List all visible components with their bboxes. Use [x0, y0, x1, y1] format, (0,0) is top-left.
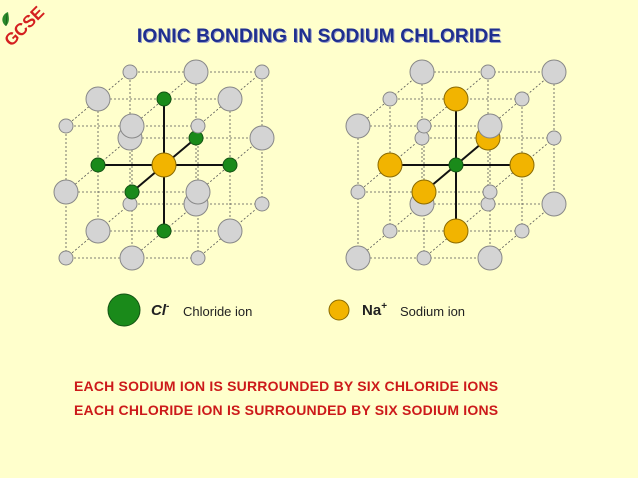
ion-neutral — [514, 223, 530, 239]
ion-neutral — [122, 64, 138, 80]
legend-sodium-symbol: Na+ — [362, 301, 388, 319]
ion-neutral — [217, 86, 243, 112]
ion-neutral — [249, 125, 275, 151]
ion-neutral — [546, 130, 562, 146]
ion-neutral — [382, 91, 398, 107]
ion-chloride — [222, 157, 238, 173]
legend-sodium-swatch — [328, 299, 350, 321]
ion-neutral — [350, 184, 366, 200]
ion-chloride — [124, 184, 140, 200]
ion-sodium — [411, 179, 437, 205]
ion-chloride — [156, 91, 172, 107]
ion-neutral — [480, 64, 496, 80]
ion-neutral — [541, 191, 567, 217]
caption-chloride: EACH CHLORIDE ION IS SURROUNDED BY SIX S… — [74, 402, 499, 418]
ion-neutral — [53, 179, 79, 205]
ion-neutral — [477, 245, 503, 271]
ion-neutral — [416, 250, 432, 266]
ion-neutral — [185, 179, 211, 205]
ion-chloride — [156, 223, 172, 239]
ion-neutral — [58, 118, 74, 134]
ion-sodium — [377, 152, 403, 178]
legend-chloride-symbol: Cl- — [151, 301, 170, 319]
ion-neutral — [514, 91, 530, 107]
ion-neutral — [85, 86, 111, 112]
ion-neutral — [409, 59, 435, 85]
ion-neutral — [382, 223, 398, 239]
ion-sodium — [151, 152, 177, 178]
ion-neutral — [345, 113, 371, 139]
ion-neutral — [254, 64, 270, 80]
ion-sodium — [443, 86, 469, 112]
ion-neutral — [119, 245, 145, 271]
ion-chloride — [90, 157, 106, 173]
ion-neutral — [190, 250, 206, 266]
ion-neutral — [217, 218, 243, 244]
page-title: IONIC BONDING IN SODIUM CHLORIDE — [136, 26, 502, 47]
ion-neutral — [85, 218, 111, 244]
ion-neutral — [58, 250, 74, 266]
lattice-sodium-centred — [53, 59, 275, 271]
ion-sodium — [509, 152, 535, 178]
legend-chloride-swatch — [107, 293, 141, 327]
caption-sodium: EACH SODIUM ION IS SURROUNDED BY SIX CHL… — [74, 378, 499, 394]
ion-neutral — [416, 118, 432, 134]
legend-sodium-label: Sodium ion — [400, 304, 466, 319]
ion-sodium — [443, 218, 469, 244]
ion-neutral — [541, 59, 567, 85]
ion-neutral — [482, 184, 498, 200]
ion-neutral — [345, 245, 371, 271]
ion-neutral — [190, 118, 206, 134]
ion-neutral — [119, 113, 145, 139]
gcse-badge: GCSE — [1, 3, 49, 51]
legend-chloride-label: Chloride ion — [183, 304, 253, 319]
ion-neutral — [477, 113, 503, 139]
leaf-icon — [2, 12, 9, 27]
ion-neutral — [254, 196, 270, 212]
ion-chloride — [448, 157, 464, 173]
ion-neutral — [183, 59, 209, 85]
lattice-chloride-centred — [345, 59, 567, 271]
